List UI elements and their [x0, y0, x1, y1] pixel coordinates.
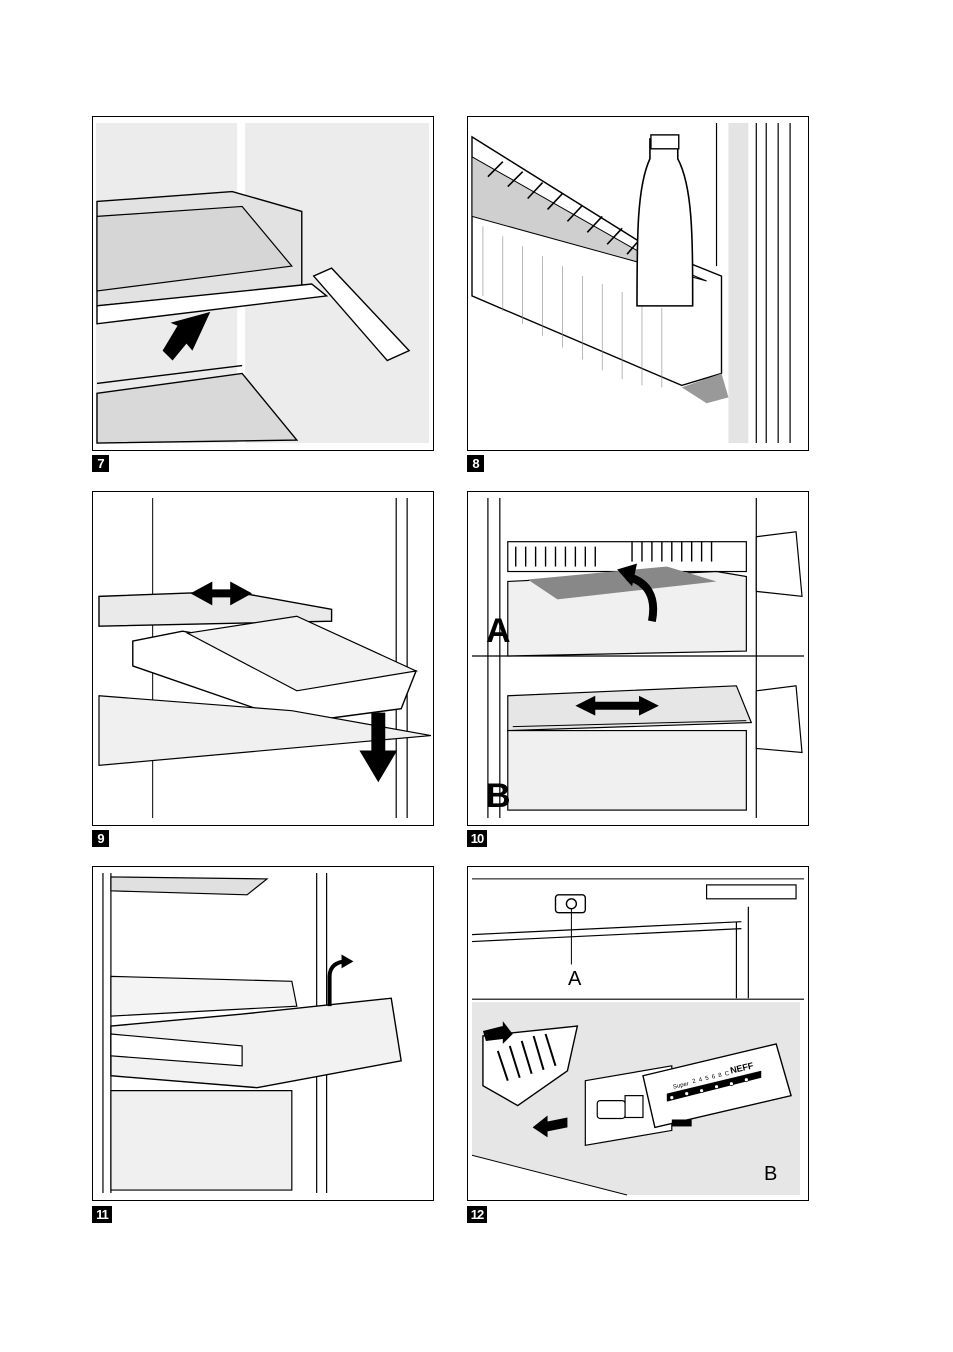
figure-number-9: 9 — [92, 830, 109, 847]
scale-mark: 2 — [692, 1079, 697, 1086]
figure-10-illustration: A B — [467, 491, 809, 826]
figure-number-8: 8 — [467, 455, 484, 472]
thermometer-drawing — [468, 867, 808, 1200]
callout-label-a: A — [568, 969, 581, 989]
figure-number-10: 10 — [467, 830, 487, 847]
scale-mark: 5 — [705, 1076, 710, 1083]
step-label-a: A — [486, 614, 511, 648]
figure-number-7: 7 — [92, 455, 109, 472]
crisper-lid-drawing — [468, 492, 808, 825]
drawer-removal-drawing — [93, 867, 433, 1200]
arrow-up-icon — [342, 954, 354, 968]
callout-label-b: B — [764, 1164, 777, 1184]
bottle-icon — [637, 139, 693, 306]
figure-9-illustration — [92, 491, 434, 826]
figure-8-illustration — [467, 116, 809, 451]
scale-mark: 4 — [698, 1077, 703, 1084]
scale-mark: 6 — [711, 1074, 716, 1081]
arrow-down-icon — [359, 713, 397, 783]
door-shelf-bottle-drawing — [468, 117, 808, 450]
figure-11-illustration — [92, 866, 434, 1201]
scale-mark: 8 — [718, 1073, 723, 1080]
step-label-b: B — [486, 779, 511, 813]
figure-7-illustration — [92, 116, 434, 451]
figure-number-11: 11 — [92, 1206, 112, 1223]
figure-12-illustration: NEFF Super 2 4 5 6 8 C A B — [467, 866, 809, 1201]
scale-mark: C — [724, 1071, 730, 1078]
adjustable-tray-drawing — [93, 492, 433, 825]
shelf-insertion-drawing — [93, 117, 433, 450]
figure-number-12: 12 — [467, 1206, 487, 1223]
